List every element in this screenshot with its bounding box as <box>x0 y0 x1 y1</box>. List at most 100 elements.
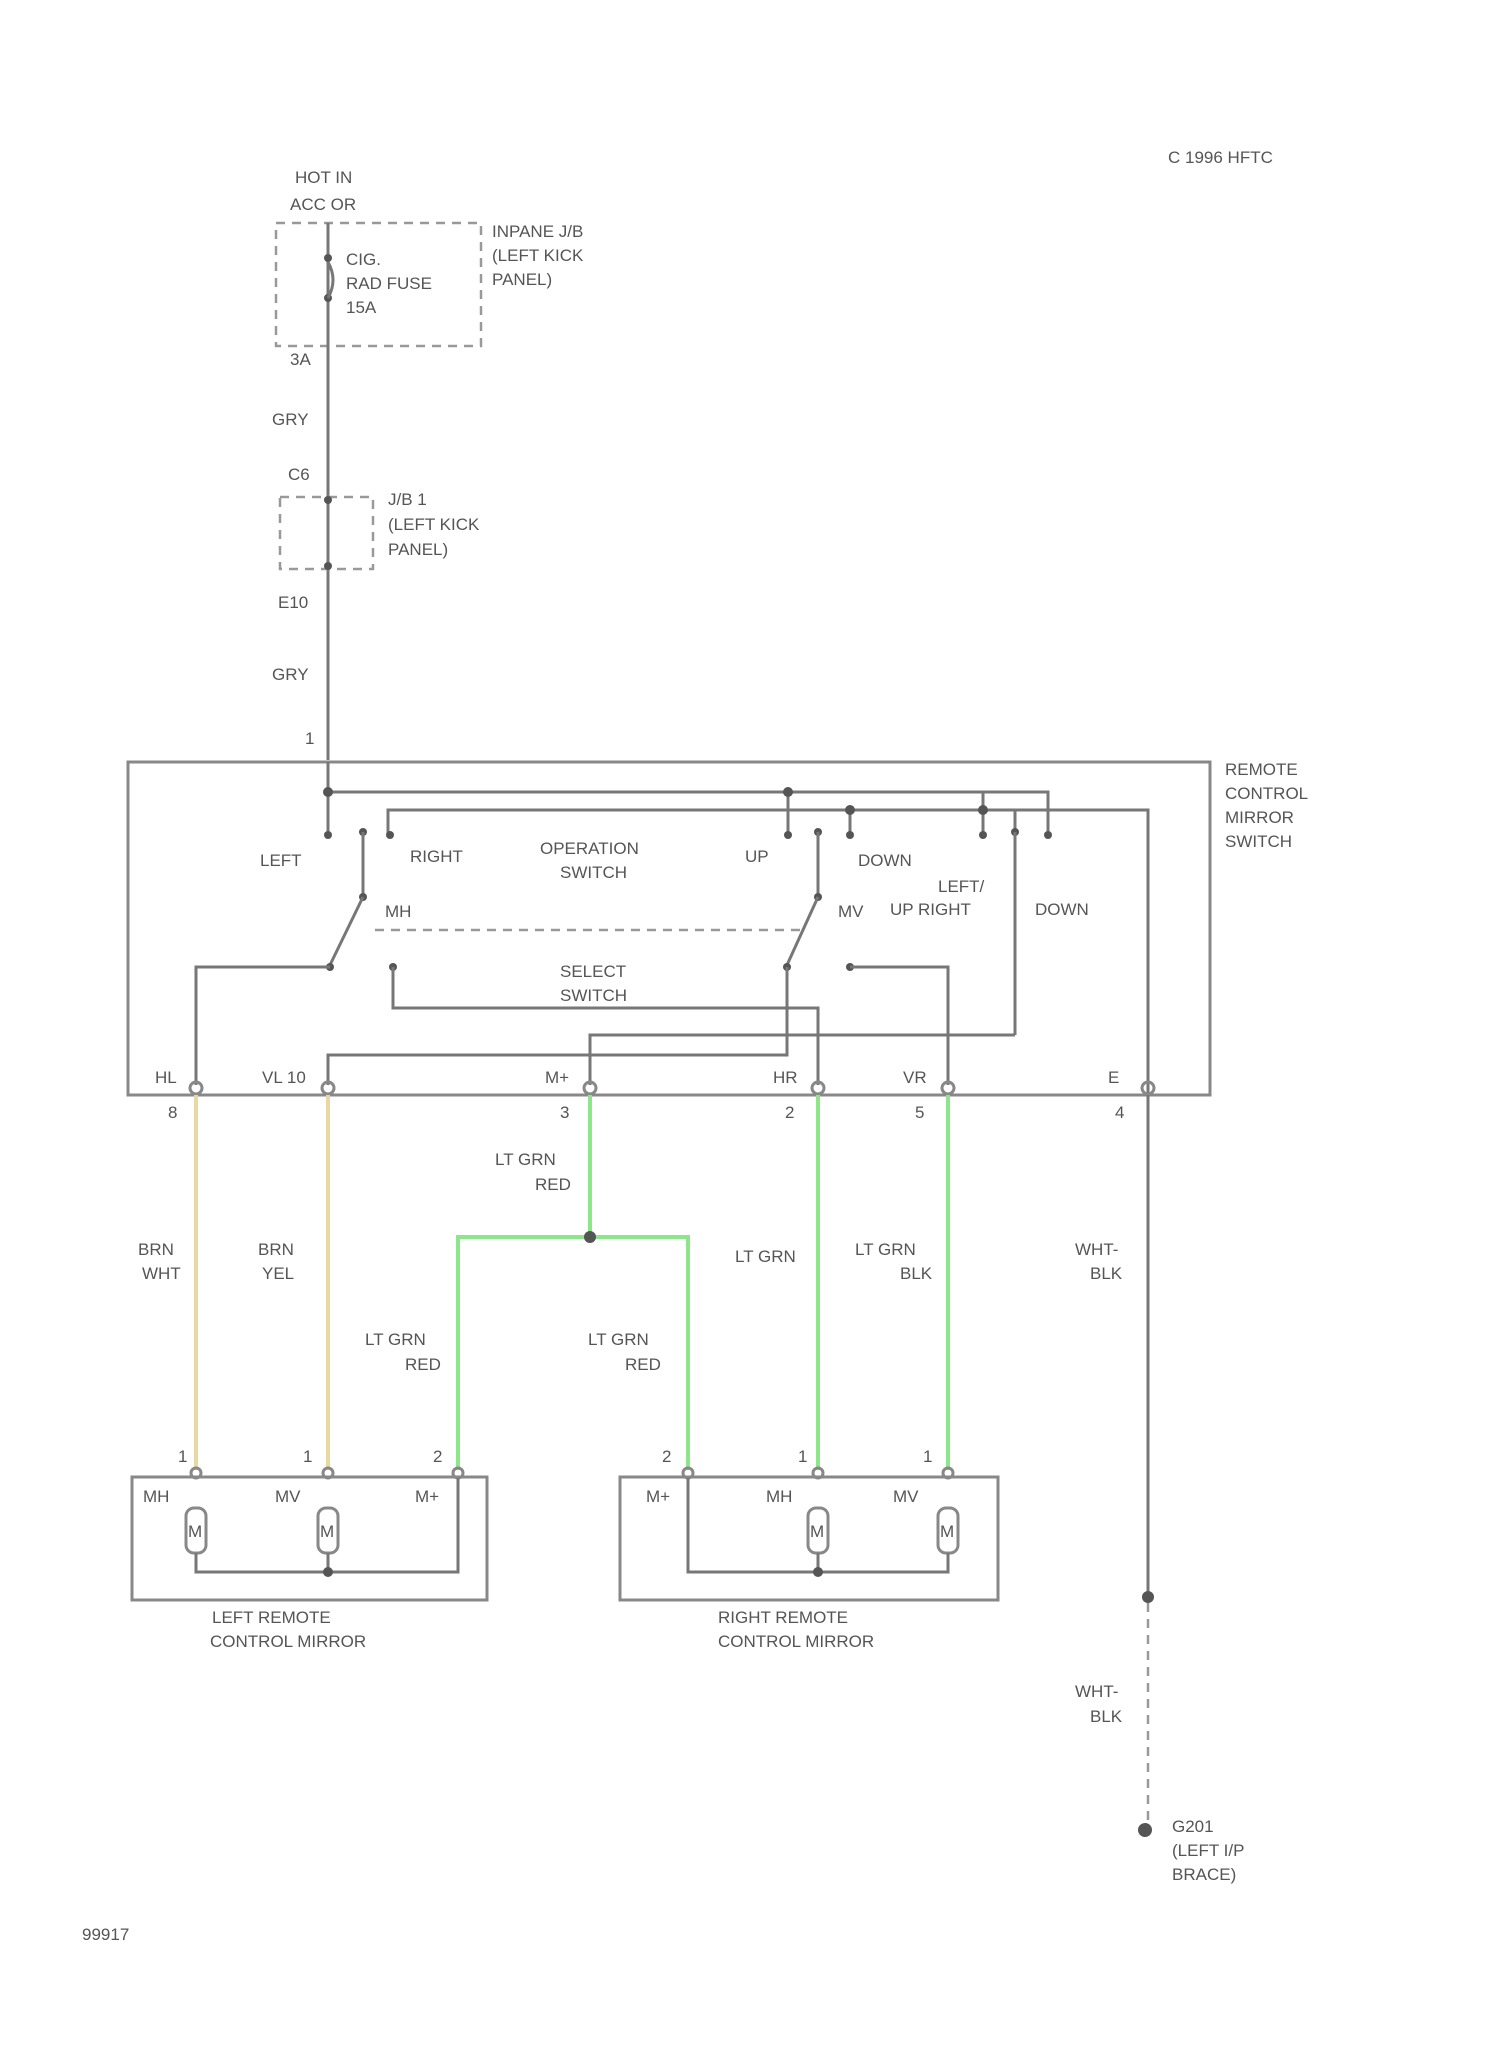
motor-symbol: M <box>940 1522 954 1541</box>
label-down: DOWN <box>858 851 912 870</box>
wire-label: WHT- <box>1075 1682 1118 1701</box>
mirror-pin-terminal <box>191 1468 201 1478</box>
route-vr <box>850 967 948 1085</box>
contact-up <box>784 831 792 839</box>
motor-symbol: M <box>320 1522 334 1541</box>
wire-label: BLK <box>1090 1707 1123 1726</box>
mirror-pin: 2 <box>662 1447 671 1466</box>
terminal-pin-number: 5 <box>915 1103 924 1122</box>
fuse-name-2: RAD FUSE <box>346 274 432 293</box>
wire-label: LT GRN <box>855 1240 916 1259</box>
jb-label-2: (LEFT KICK <box>492 246 584 265</box>
ground-point <box>1138 1823 1152 1837</box>
label-up: UP <box>745 847 769 866</box>
label-mv: MV <box>838 902 864 921</box>
wire-label: WHT <box>142 1264 181 1283</box>
motor-label: MV <box>275 1487 301 1506</box>
label-down-2: DOWN <box>1035 900 1089 919</box>
fuse-terminal-top <box>324 254 332 262</box>
terminal-pin-number: 8 <box>168 1103 177 1122</box>
wire-label: BLK <box>1090 1264 1123 1283</box>
jb-label-1: INPANE J/B <box>492 222 583 241</box>
jb1-terminal-top <box>324 496 332 504</box>
splice-dot <box>584 1231 596 1243</box>
fuse-name-1: CIG. <box>346 250 381 269</box>
connector-c6: C6 <box>288 465 310 484</box>
ground-name-1: G201 <box>1172 1817 1214 1836</box>
ground-splice <box>1142 1591 1154 1603</box>
junction-dot <box>323 1567 333 1577</box>
label-left-up-2: UP RIGHT <box>890 900 971 919</box>
wire-label: BRN <box>138 1240 174 1259</box>
motor-label: M+ <box>415 1487 439 1506</box>
mirror-pin: 1 <box>923 1447 932 1466</box>
jb2-label-1: J/B 1 <box>388 490 427 509</box>
terminal-pin-number: 3 <box>560 1103 569 1122</box>
wire-label: LT GRN <box>588 1330 649 1349</box>
mirror-pin: 1 <box>303 1447 312 1466</box>
switch-pin-1: 1 <box>305 729 314 748</box>
junction-dot <box>978 805 988 815</box>
select-switch-2: SWITCH <box>560 986 627 1005</box>
switch-name-1: REMOTE <box>1225 760 1298 779</box>
wire-label: YEL <box>262 1264 294 1283</box>
right-mirror-name-1: RIGHT REMOTE <box>718 1608 848 1627</box>
mirror-pin-terminal <box>323 1468 333 1478</box>
right-mh-motor: M <box>808 1508 828 1553</box>
switch-name-3: MIRROR <box>1225 808 1294 827</box>
terminal-pin-number: 4 <box>1115 1103 1124 1122</box>
terminal-label: M+ <box>545 1068 569 1087</box>
wire-label: LT GRN <box>495 1150 556 1169</box>
wire-color-gry-2: GRY <box>272 665 309 684</box>
right-mv-motor: M <box>938 1508 958 1553</box>
figure-number: 99917 <box>82 1925 129 1944</box>
label-right: RIGHT <box>410 847 463 866</box>
contact-down <box>846 831 854 839</box>
label-left: LEFT <box>260 851 302 870</box>
terminal-label: E <box>1108 1068 1119 1087</box>
junction-dot <box>323 787 333 797</box>
wire-label: RED <box>535 1175 571 1194</box>
wire-label: LT GRN <box>365 1330 426 1349</box>
junction-dot <box>845 805 855 815</box>
mirror-pin: 2 <box>433 1447 442 1466</box>
mirror-pin-terminal <box>813 1468 823 1478</box>
right-mirror-name-2: CONTROL MIRROR <box>718 1632 874 1651</box>
wire-label: RED <box>405 1355 441 1374</box>
jb2-label-3: PANEL) <box>388 540 448 559</box>
mirror-pin-terminal <box>943 1468 953 1478</box>
label-mh: MH <box>385 902 411 921</box>
motor-label: M+ <box>646 1487 670 1506</box>
mirror-pin-terminal <box>683 1468 693 1478</box>
contact <box>1044 831 1052 839</box>
hot-label-1: HOT IN <box>295 168 352 187</box>
connector-3a: 3A <box>290 350 311 369</box>
motor-label: MV <box>893 1487 919 1506</box>
common-bus-top <box>328 792 1048 835</box>
mirror-pin-terminal <box>453 1468 463 1478</box>
contact-right <box>386 831 394 839</box>
wire-label: BRN <box>258 1240 294 1259</box>
jb1-terminal-bottom <box>324 562 332 570</box>
route-hr <box>393 967 818 1085</box>
select-switch-1: SELECT <box>560 962 626 981</box>
switch-terminal-vl: VL 10 <box>262 1068 334 1094</box>
ground-name-2: (LEFT I/P <box>1172 1841 1244 1860</box>
terminal-label: HR <box>773 1068 798 1087</box>
left-mh-motor: M <box>186 1508 206 1553</box>
junction-dot <box>813 1567 823 1577</box>
junction-dot <box>783 787 793 797</box>
wire-label: BLK <box>900 1264 933 1283</box>
wire-label: WHT- <box>1075 1240 1118 1259</box>
switch-name-2: CONTROL <box>1225 784 1308 803</box>
route-m-plus <box>590 1035 1015 1085</box>
motor-symbol: M <box>810 1522 824 1541</box>
terminal-label: VL 10 <box>262 1068 306 1087</box>
operation-switch-1: OPERATION <box>540 839 639 858</box>
contact-left <box>324 831 332 839</box>
fuse-amperage: 15A <box>346 298 377 317</box>
left-mirror-name-1: LEFT REMOTE <box>212 1608 331 1627</box>
switch-name-4: SWITCH <box>1225 832 1292 851</box>
mirror-pin: 1 <box>798 1447 807 1466</box>
